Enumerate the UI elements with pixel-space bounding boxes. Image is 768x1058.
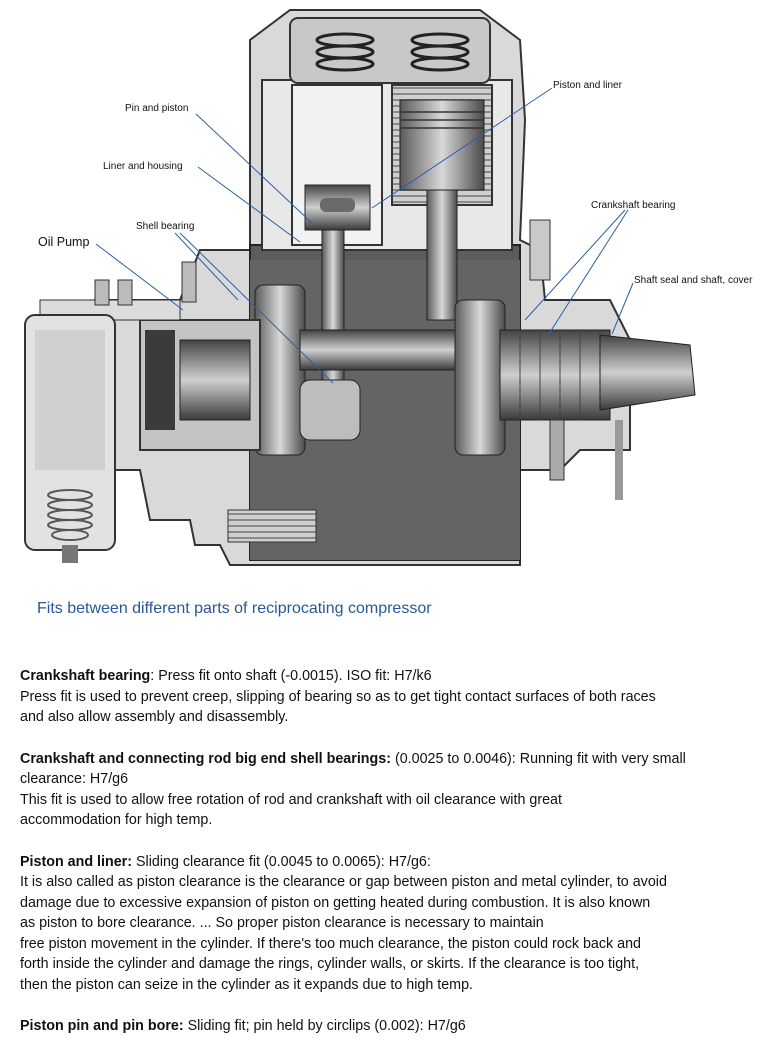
right-fittings <box>529 219 623 500</box>
paragraph-piston-pin: Piston pin and pin bore: Sliding fit; pi… <box>20 1016 748 1037</box>
text-line: then the piston can seize in the cylinde… <box>20 976 474 993</box>
text-line: This fit is used to allow free rotation … <box>20 791 562 808</box>
para-title: Piston pin and pin bore: <box>20 1018 184 1034</box>
oil-strainer <box>227 509 317 543</box>
text-line: free piston movement in the cylinder. If… <box>20 935 642 952</box>
para-spec: Press fit onto shaft (-0.0015). ISO fit:… <box>154 668 432 684</box>
compressor-cutaway-illustration <box>24 9 696 566</box>
spec-line: Crankshaft and connecting rod big end sh… <box>20 749 748 770</box>
text-line: and also allow assembly and disassembly. <box>20 709 289 725</box>
oil-filter <box>24 314 116 563</box>
oil-pump-housing <box>39 261 261 451</box>
callout-crankshaft-bearing: Crankshaft bearing <box>591 200 676 211</box>
para-spec: Sliding fit; pin held by circlips (0.002… <box>183 1018 466 1034</box>
callout-shell-bearing: Shell bearing <box>136 221 195 232</box>
spec-line: Piston pin and pin bore: Sliding fit; pi… <box>20 1016 748 1037</box>
callout-shaft-seal: Shaft seal and shaft, cover <box>634 275 753 286</box>
text-line: damage due to excessive expansion of pis… <box>20 894 651 911</box>
callout-liner-and-housing: Liner and housing <box>103 161 183 172</box>
text-line: as piston to bore clearance. ... So prop… <box>20 915 544 931</box>
callout-oil-pump: Oil Pump <box>38 235 90 249</box>
paragraph-piston-and-liner: Piston and liner: Sliding clearance fit … <box>20 852 748 996</box>
crankshaft <box>254 284 696 456</box>
callout-leaders <box>95 87 634 384</box>
para-title: Crankshaft bearing <box>20 668 151 684</box>
text-line: It is also called as piston clearance is… <box>20 874 667 890</box>
section-heading: Fits between different parts of reciproc… <box>37 600 432 617</box>
callout-pin-and-piston: Pin and piston <box>125 103 189 114</box>
compressor-cutaway-figure: Pin and piston Liner and housing Shell b… <box>24 9 753 566</box>
right-cylinder <box>391 84 493 321</box>
spec-line: Piston and liner: Sliding clearance fit … <box>20 852 748 873</box>
callout-piston-and-liner: Piston and liner <box>553 80 622 91</box>
para-spec: (0.0025 to 0.0046): Running fit with ver… <box>390 750 686 767</box>
cylinder-head <box>289 17 491 84</box>
spec-line: Crankshaft bearing: Press fit onto shaft… <box>20 666 748 687</box>
text-line: forth inside the cylinder and damage the… <box>20 956 640 972</box>
para-title-sep: : <box>150 668 155 684</box>
paragraph-crankshaft-bearing: Crankshaft bearing: Press fit onto shaft… <box>20 666 748 728</box>
paragraph-shell-bearings: Crankshaft and connecting rod big end sh… <box>20 749 748 831</box>
spec-line-2: clearance: H7/g6 <box>20 771 129 787</box>
para-title: Crankshaft and connecting rod big end sh… <box>20 750 391 767</box>
text-line: Press fit is used to prevent creep, slip… <box>20 688 656 705</box>
para-spec: Sliding clearance fit (0.0045 to 0.0065)… <box>132 853 431 870</box>
document-body: Crankshaft bearing: Press fit onto shaft… <box>20 666 748 1058</box>
para-title: Piston and liner: <box>20 853 133 870</box>
text-line: accommodation for high temp. <box>20 812 213 828</box>
